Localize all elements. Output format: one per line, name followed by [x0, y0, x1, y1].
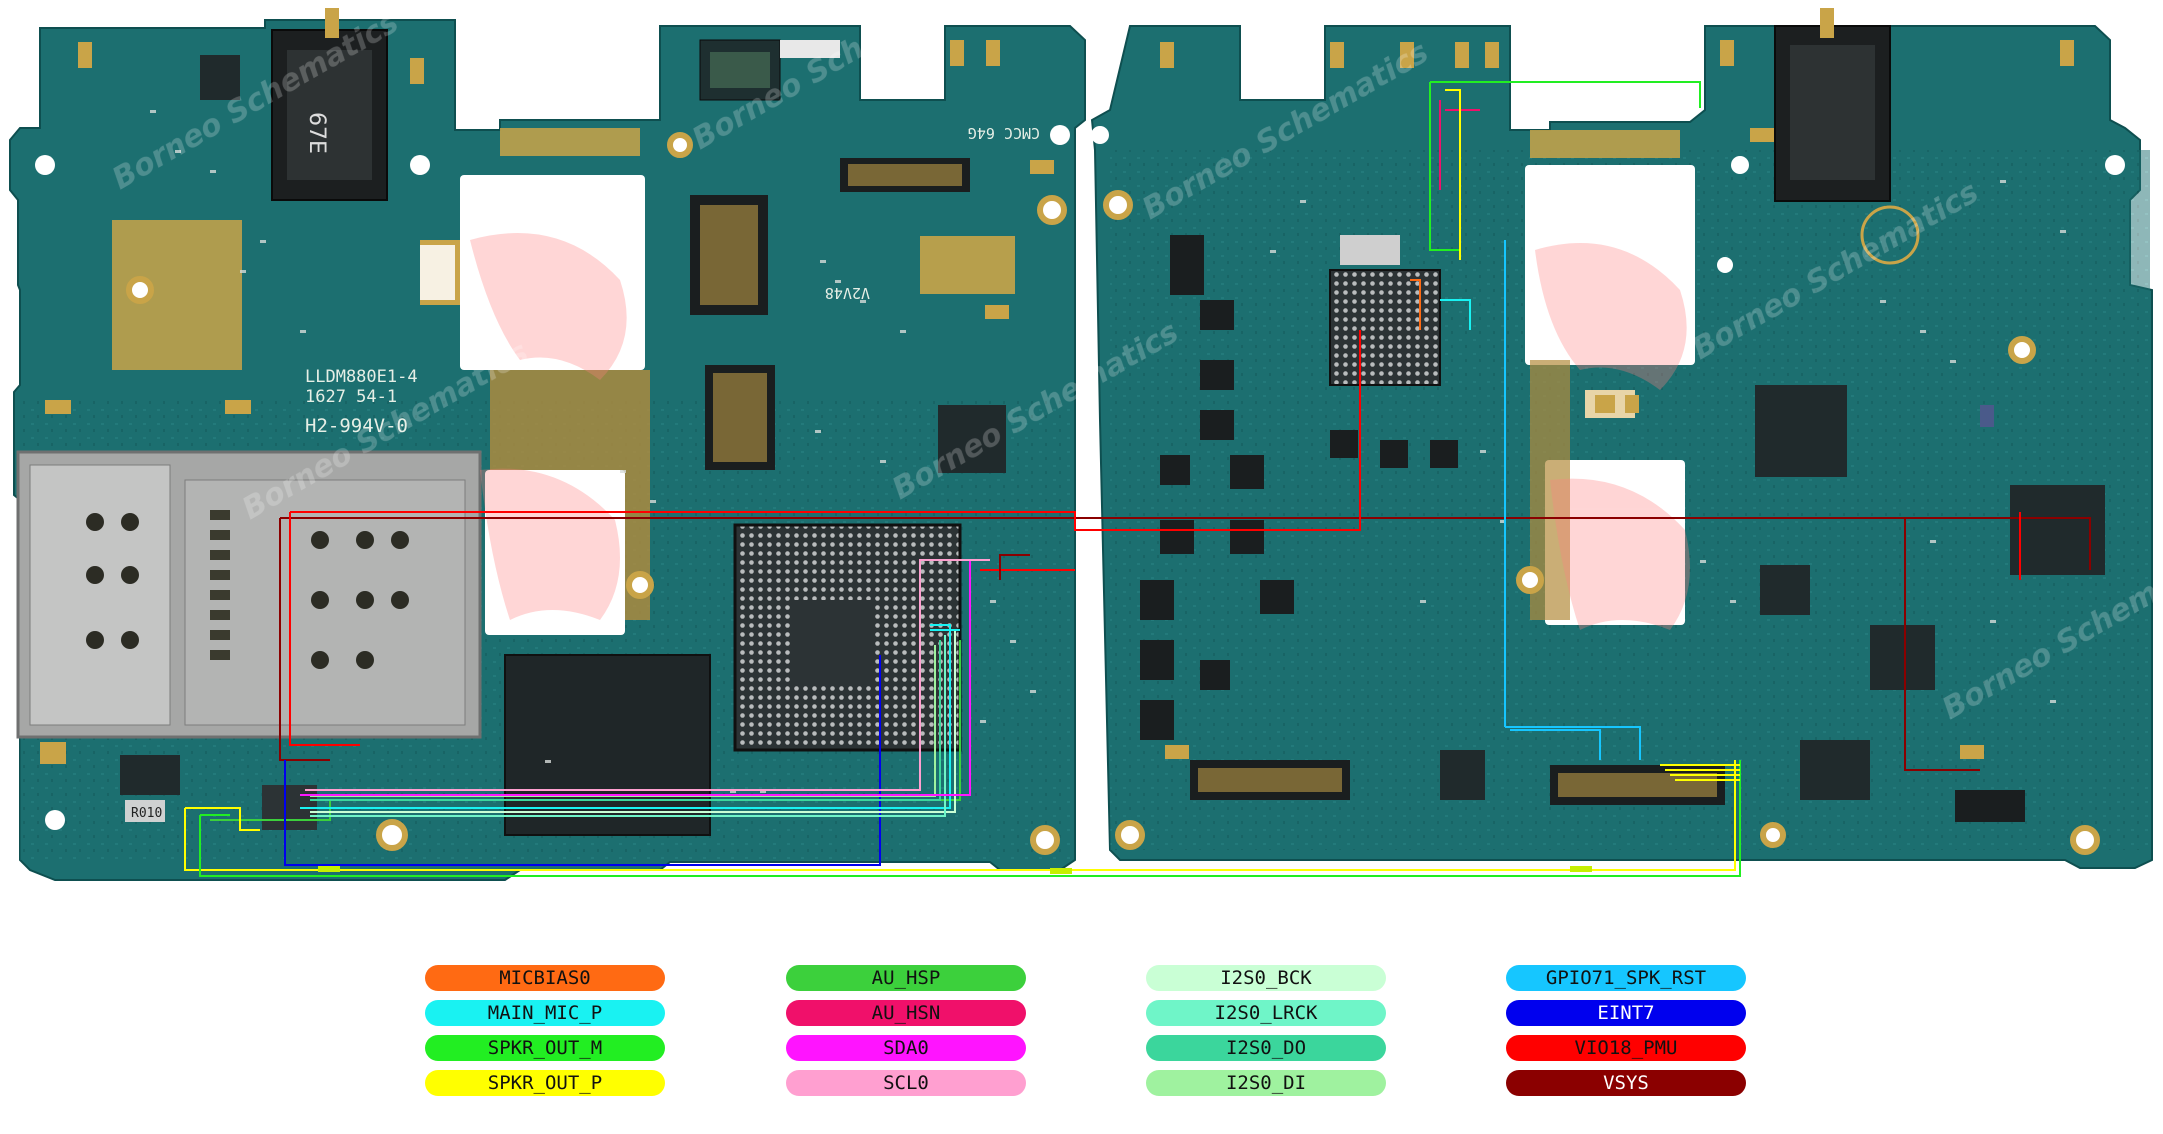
watermark — [470, 233, 1690, 630]
mounting-hole — [2008, 336, 2036, 364]
silkscreen-label: CMCC 64G — [968, 124, 1040, 142]
trace-i2s0-bck — [310, 630, 956, 813]
trace-cyan-top — [1440, 299, 1471, 330]
emmc-chip — [504, 654, 711, 836]
trace-vsys — [279, 517, 2091, 771]
mounting-hole — [1516, 566, 1544, 594]
legend-item-micbias0: MICBIAS0 — [425, 965, 665, 991]
trace-i2s0-do — [310, 640, 941, 801]
legend-item-i2s0-bck: I2S0_BCK — [1146, 965, 1386, 991]
ic-chip — [1440, 750, 1485, 800]
junction-markers — [318, 866, 1592, 874]
silkscreen-label: H2-994V-0 — [305, 415, 408, 437]
ic-chip — [1800, 740, 1870, 800]
legend-item-main-mic-p: MAIN_MIC_P — [425, 1000, 665, 1026]
legend-item-i2s0-lrck: I2S0_LRCK — [1146, 1000, 1386, 1026]
mounting-hole — [2070, 825, 2100, 855]
legend-item-au-hsn: AU_HSN — [786, 1000, 1026, 1026]
board-cutout — [1545, 460, 1685, 625]
legend-item-sda0: SDA0 — [786, 1035, 1026, 1061]
legend-item-i2s0-do: I2S0_DO — [1146, 1035, 1386, 1061]
mounting-hole — [1115, 820, 1145, 850]
legend-item-vio18-pmu: VIO18_PMU — [1506, 1035, 1746, 1061]
trace-green-top — [1429, 81, 1701, 251]
right-board — [1090, 8, 2153, 869]
board-cutout — [460, 175, 645, 370]
trace-spkr-out-p — [184, 760, 1736, 871]
legend-item-eint7: EINT7 — [1506, 1000, 1746, 1026]
legend-item-vsys: VSYS — [1506, 1070, 1746, 1096]
ic-chip — [1755, 385, 1847, 477]
silkscreen-label: 1627 54-1 — [305, 387, 397, 407]
mounting-hole — [1030, 825, 1060, 855]
mounting-hole — [1103, 190, 1133, 220]
trace-scl0 — [305, 559, 990, 791]
trace-spkr-out-m — [199, 760, 1741, 877]
trace-bus-right — [1660, 764, 1740, 781]
mounting-hole — [1037, 195, 1067, 225]
svg-text:R010: R010 — [131, 806, 162, 821]
trace-main-mic-p — [300, 624, 951, 809]
signal-traces — [184, 81, 2091, 877]
trace-au-hsn — [1439, 100, 1480, 190]
trace-vio18 — [289, 330, 2021, 746]
legend-item-au-hsp: AU_HSP — [786, 965, 1026, 991]
mounting-hole — [667, 132, 693, 158]
mounting-hole — [626, 571, 654, 599]
legend-item-i2s0-di: I2S0_DI — [1146, 1070, 1386, 1096]
board-cutout — [1525, 165, 1695, 365]
left-board: 67E R010 — [9, 8, 1086, 881]
bga-chip — [1329, 269, 1441, 386]
ic-chip — [120, 755, 180, 795]
ic-chip — [938, 405, 1006, 473]
legend-item-scl0: SCL0 — [786, 1070, 1026, 1096]
fpc-connector — [1955, 790, 2025, 822]
fpc-connector — [1170, 235, 1204, 295]
trace-blue-right — [1510, 729, 1601, 760]
gold-strip — [500, 128, 640, 156]
legend-item-gpio71-spk-rst: GPIO71_SPK_RST — [1506, 965, 1746, 991]
trace-eint7 — [284, 655, 881, 866]
mounting-hole — [376, 819, 408, 851]
mounting-hole — [1760, 822, 1786, 848]
svg-text:67E: 67E — [304, 112, 329, 154]
ic-chip — [1870, 625, 1935, 690]
ic-chip — [1760, 565, 1810, 615]
trace-orange-top — [1410, 279, 1421, 330]
trace-yellow-top — [1445, 89, 1461, 260]
legend-item-spkr-out-p: SPKR_OUT_P — [425, 1070, 665, 1096]
trace-i2s0-lrck — [310, 635, 946, 817]
silkscreen-label: V2V48 — [825, 284, 870, 302]
gold-pad — [920, 236, 1015, 294]
trace-gpio71 — [1504, 240, 1641, 760]
mounting-hole — [126, 276, 154, 304]
legend-item-spkr-out-m: SPKR_OUT_M — [425, 1035, 665, 1061]
ic-chip — [200, 55, 240, 100]
silkscreen-label: LLDM880E1-4 — [305, 367, 418, 387]
